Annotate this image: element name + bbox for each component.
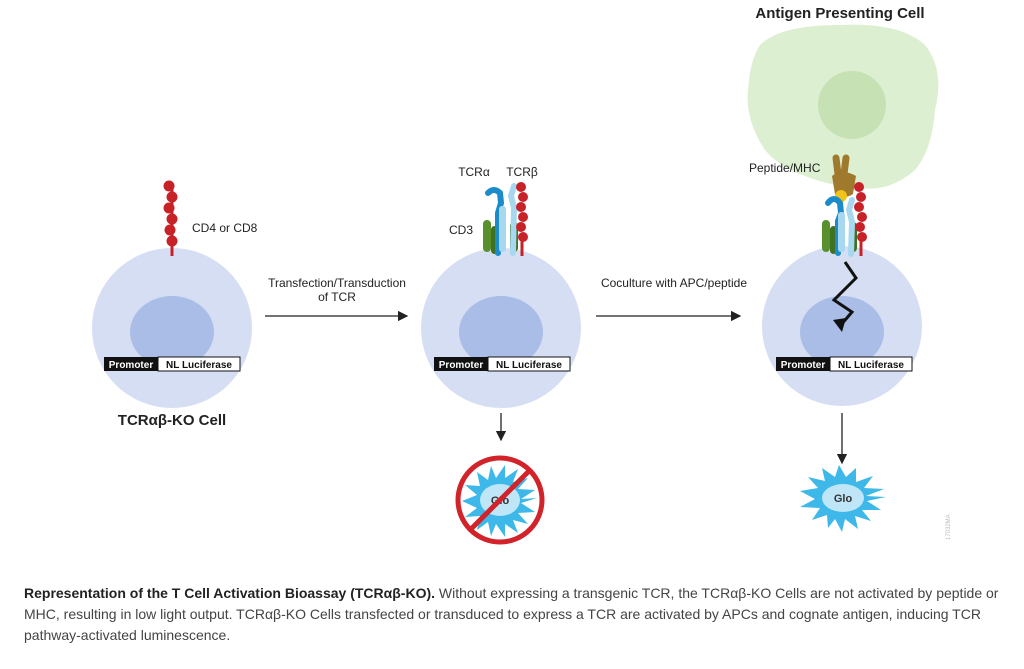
peptide-mhc-icon	[832, 154, 856, 202]
no-glo-icon: Glo	[455, 455, 545, 545]
figure-caption: Representation of the T Cell Activation …	[24, 583, 1008, 646]
reporter-construct: Promoter NL Luciferase	[434, 356, 571, 372]
tcr-beta-label: TCRβ	[506, 165, 538, 179]
signal-lightning-icon	[831, 261, 858, 332]
transfection-arrow: Transfection/Transduction of TCR	[265, 276, 409, 322]
ko-cell: CD4 or CD8 Promoter NL Luciferase TCRαβ-…	[92, 180, 258, 429]
ko-cell-nucleus	[130, 296, 214, 368]
promoter-label: Promoter	[109, 360, 154, 371]
tcr-complex-icon	[822, 182, 867, 257]
reporter-construct: Promoter NL Luciferase	[104, 356, 241, 372]
promoter-label: Promoter	[781, 360, 826, 371]
apc-nucleus	[818, 71, 886, 139]
tcr-cell: TCRα TCRβ CD3 Promoter NL Luciferase Glo	[421, 165, 581, 545]
transfection-label-line2: of TCR	[318, 290, 356, 304]
caption-text: Without expressing a transgenic TCR, the…	[24, 585, 999, 643]
tcr-alpha-label: TCRα	[458, 165, 490, 179]
ko-cell-label: TCRαβ-KO Cell	[118, 412, 226, 429]
glo-label: Glo	[834, 493, 853, 505]
activated-cell: Antigen Presenting Cell Peptide/MHC	[747, 5, 952, 540]
tcr-complex-icon	[483, 182, 528, 256]
reporter-construct: Promoter NL Luciferase	[776, 356, 913, 372]
assay-diagram: CD4 or CD8 Promoter NL Luciferase TCRαβ-…	[92, 5, 952, 545]
nl-luciferase-label: NL Luciferase	[496, 360, 562, 371]
peptide-mhc-label: Peptide/MHC	[749, 161, 821, 175]
caption-title: Representation of the T Cell Activation …	[24, 585, 436, 601]
transfection-label-line1: Transfection/Transduction	[268, 276, 406, 290]
glo-output-icon: Glo	[800, 465, 886, 532]
coculture-arrow: Coculture with APC/peptide	[596, 276, 747, 322]
cd3-label: CD3	[449, 223, 473, 237]
cd4-cd8-coreceptor-icon	[163, 180, 178, 256]
figure-id: 17032MA	[946, 514, 952, 540]
nl-luciferase-label: NL Luciferase	[166, 360, 232, 371]
coculture-label: Coculture with APC/peptide	[601, 276, 747, 290]
nl-luciferase-label: NL Luciferase	[838, 360, 904, 371]
apc-label: Antigen Presenting Cell	[755, 5, 924, 22]
promoter-label: Promoter	[439, 360, 484, 371]
cd4-cd8-label: CD4 or CD8	[192, 221, 258, 235]
tcr-cell-nucleus	[459, 296, 543, 368]
